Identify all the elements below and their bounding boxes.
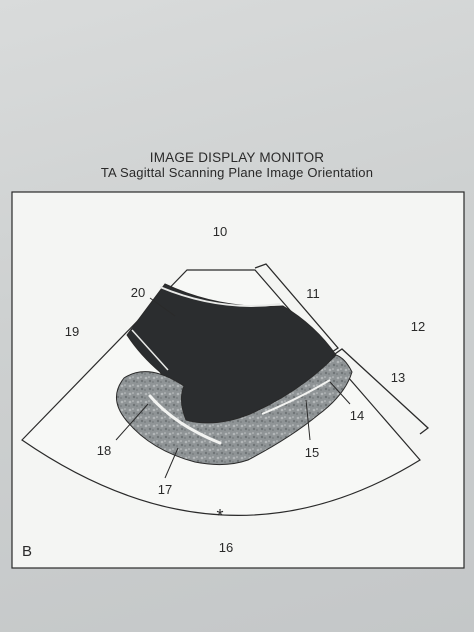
endometrial-stripe	[148, 394, 222, 445]
bracket-11	[254, 263, 339, 353]
diagram-subtitle: TA Sagittal Scanning Plane Image Orienta…	[100, 165, 374, 180]
label-19: 19	[65, 324, 79, 339]
uterus	[116, 354, 353, 466]
bladder-wall-line	[159, 286, 281, 307]
leader-17	[164, 447, 179, 479]
label-12: 12	[411, 319, 425, 334]
label-10: 10	[213, 224, 227, 239]
bladder-wall-side	[131, 329, 169, 371]
label-20: 20	[131, 285, 145, 300]
bracket-13	[331, 348, 430, 435]
leader-18	[115, 403, 149, 441]
panel-letter: B	[22, 543, 32, 560]
vaginal-canal-line	[261, 379, 331, 415]
label-11: 11	[306, 286, 320, 301]
asterisk-marker: *	[216, 506, 223, 526]
label-14: 14	[350, 408, 364, 423]
label-17: 17	[158, 482, 172, 497]
label-18: 18	[97, 443, 111, 458]
leader-20	[149, 297, 176, 317]
leader-14	[329, 381, 351, 405]
diagram-title: IMAGE DISPLAY MONITOR	[149, 150, 325, 165]
leader-15	[305, 399, 311, 441]
label-13: 13	[391, 370, 405, 385]
label-15: 15	[305, 445, 319, 460]
label-16: 16	[219, 540, 233, 555]
